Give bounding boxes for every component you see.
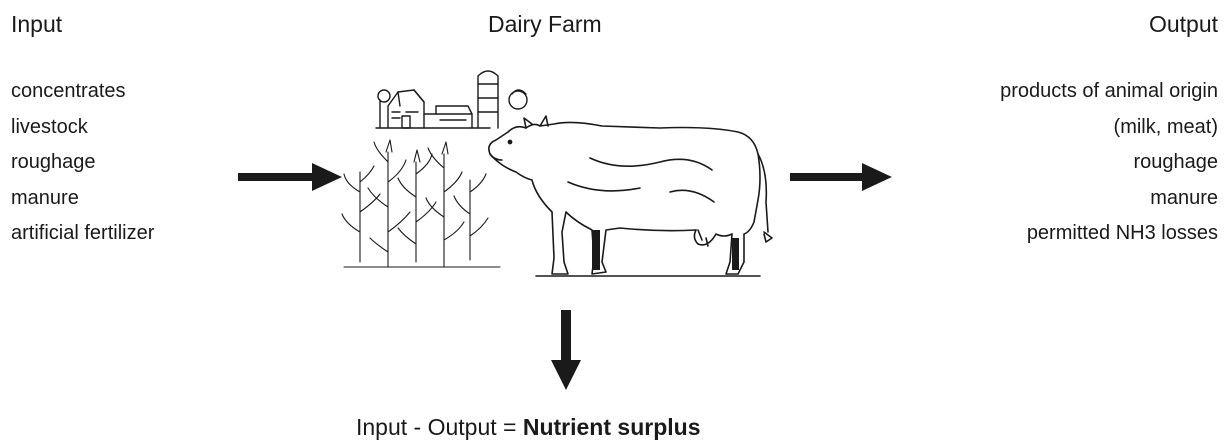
output-item: manure bbox=[1000, 181, 1218, 217]
input-item: manure bbox=[11, 181, 154, 217]
input-heading: Input bbox=[11, 9, 62, 39]
corn-plants-icon bbox=[342, 140, 500, 267]
input-item: roughage bbox=[11, 145, 154, 181]
input-item: artificial fertilizer bbox=[11, 216, 154, 252]
silo-icon bbox=[478, 71, 527, 128]
dairy-farm-heading: Dairy Farm bbox=[488, 9, 602, 39]
output-list: products of animal origin (milk, meat) r… bbox=[1000, 74, 1218, 252]
formula-prefix: Input - Output = bbox=[356, 414, 523, 440]
output-item: products of animal origin bbox=[1000, 74, 1218, 110]
input-arrow-icon bbox=[238, 162, 342, 192]
input-list: concentrates livestock roughage manure a… bbox=[11, 74, 154, 252]
output-item: roughage bbox=[1000, 145, 1218, 181]
formula-result: Nutrient surplus bbox=[523, 414, 701, 440]
output-item: (milk, meat) bbox=[1000, 110, 1218, 146]
input-item: livestock bbox=[11, 110, 154, 146]
dairy-farm-illustration bbox=[340, 62, 780, 287]
nutrient-surplus-formula: Input - Output = Nutrient surplus bbox=[356, 412, 700, 442]
cow-icon bbox=[489, 116, 772, 276]
input-item: concentrates bbox=[11, 74, 154, 110]
output-heading: Output bbox=[1149, 9, 1218, 39]
output-arrow-icon bbox=[790, 162, 892, 192]
surplus-arrow-icon bbox=[550, 310, 582, 390]
farm-buildings-icon bbox=[376, 90, 490, 128]
output-item: permitted NH3 losses bbox=[1000, 216, 1218, 252]
